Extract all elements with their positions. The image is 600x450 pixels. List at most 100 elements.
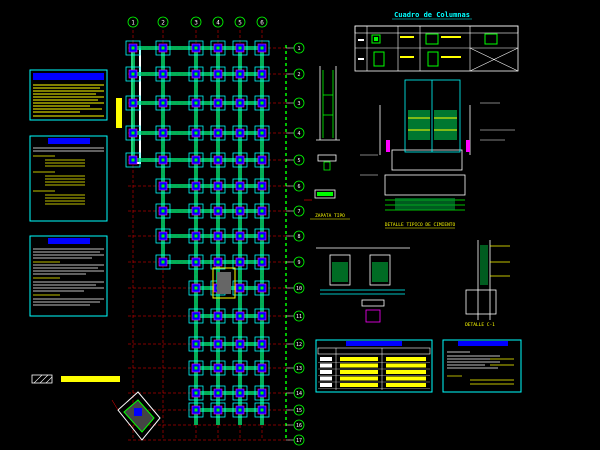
right-axis-label: 14 (296, 391, 302, 397)
right-axis-bubble: 4 (286, 127, 305, 139)
beam-vertical (260, 344, 264, 368)
right-axis-label: 17 (296, 438, 302, 444)
beam-vertical (260, 368, 264, 393)
right-axis-label: 10 (296, 286, 302, 292)
beam-vertical (194, 74, 198, 103)
column-footing (155, 178, 171, 194)
footing-row (318, 383, 430, 389)
beam-vertical (194, 48, 198, 74)
beam-vertical (216, 48, 220, 74)
beam-vertical (194, 160, 198, 186)
column-footing (210, 203, 226, 219)
right-axis-bubble: 16 (286, 419, 305, 431)
column-footing (232, 336, 248, 352)
column-footing (254, 203, 270, 219)
right-axis-bubble: 6 (286, 180, 305, 192)
column-footing (155, 152, 171, 168)
column-footing (232, 254, 248, 270)
column-footing (125, 95, 141, 111)
right-axis-bubble: 13 (286, 362, 305, 374)
beam-vertical (260, 262, 264, 288)
footing-row (318, 370, 430, 376)
beam-vertical (216, 103, 220, 133)
right-axis-bubble: 8 (286, 230, 305, 242)
right-axis-label: 9 (297, 260, 300, 266)
beam-vertical (238, 133, 242, 160)
cimiento-label: DETALLE TIPICO DE CIMIENTO (385, 222, 456, 228)
cimiento-detail: DETALLE TIPICO DE CIMIENTO (360, 79, 515, 229)
column-section-detail: ZAPATA TIPO (304, 66, 350, 220)
beam-vertical (260, 186, 264, 211)
beam-horizontal (196, 366, 262, 370)
right-axis-label: 3 (297, 101, 300, 107)
beam-vertical (238, 186, 242, 211)
beam-vertical (216, 74, 220, 103)
top-axis-bubble: 1 (127, 16, 139, 28)
column-footing (232, 125, 248, 141)
right-axis-label: 12 (296, 342, 302, 348)
beam-vertical (216, 236, 220, 262)
right-axis-bubble: 1 (286, 42, 305, 54)
beam-horizontal (163, 184, 262, 188)
column-footing (232, 402, 248, 418)
notes-panel-top (29, 69, 108, 121)
top-axis-label: 3 (194, 20, 198, 27)
column-footing (210, 125, 226, 141)
beam-vertical (238, 368, 242, 393)
beam-vertical (260, 103, 264, 133)
legend-bar (31, 374, 120, 384)
spec-panel (442, 339, 522, 393)
column-footing (155, 125, 171, 141)
column-footing (155, 40, 171, 56)
right-axis-bubble: 7 (286, 205, 305, 217)
column-footing (232, 40, 248, 56)
right-axis-bubble: 10 (286, 282, 305, 294)
column-footing (254, 40, 270, 56)
beam-vertical (216, 160, 220, 186)
beam-vertical (216, 133, 220, 160)
right-axis-label: 16 (296, 423, 302, 429)
column-footing (188, 203, 204, 219)
footing-row (318, 363, 430, 370)
beam-vertical (238, 48, 242, 74)
beam-vertical (216, 368, 220, 393)
column-footing (210, 95, 226, 111)
columns-table-title: Cuadro de Columnas (394, 11, 470, 19)
beam-vertical (194, 368, 198, 393)
right-axis-bubble: 17 (286, 434, 305, 446)
beam-vertical (238, 103, 242, 133)
column-footing (232, 66, 248, 82)
column-footing (232, 360, 248, 376)
beam-vertical (194, 288, 198, 316)
beam-vertical (194, 393, 198, 410)
column-footing (125, 66, 141, 82)
top-axis-label: 2 (161, 20, 165, 27)
notes-panel-bottom (29, 235, 108, 317)
right-axis-bubble: 3 (286, 97, 305, 109)
footings-table (315, 339, 433, 393)
lower-detail-label: DETALLE C-1 (465, 322, 495, 328)
column-footing (254, 280, 270, 296)
beam-vertical (161, 103, 165, 133)
column-footing (232, 203, 248, 219)
column-footing (188, 336, 204, 352)
beam-vertical (238, 410, 242, 425)
column-footing (188, 178, 204, 194)
beam-vertical (194, 344, 198, 368)
notes-panel-middle (29, 135, 108, 222)
column-footing (254, 254, 270, 270)
column-footing (210, 40, 226, 56)
column-footing (254, 385, 270, 401)
beam-vertical (194, 410, 198, 425)
footing-row (318, 357, 430, 363)
column-footing (254, 152, 270, 168)
right-axis-label: 1 (297, 46, 300, 52)
beam-vertical (131, 133, 135, 160)
beam-vertical (216, 316, 220, 344)
column-footing (210, 66, 226, 82)
beam-vertical (216, 410, 220, 425)
beam-vertical (238, 316, 242, 344)
top-axis-label: 6 (260, 20, 264, 27)
beam-vertical (194, 236, 198, 262)
